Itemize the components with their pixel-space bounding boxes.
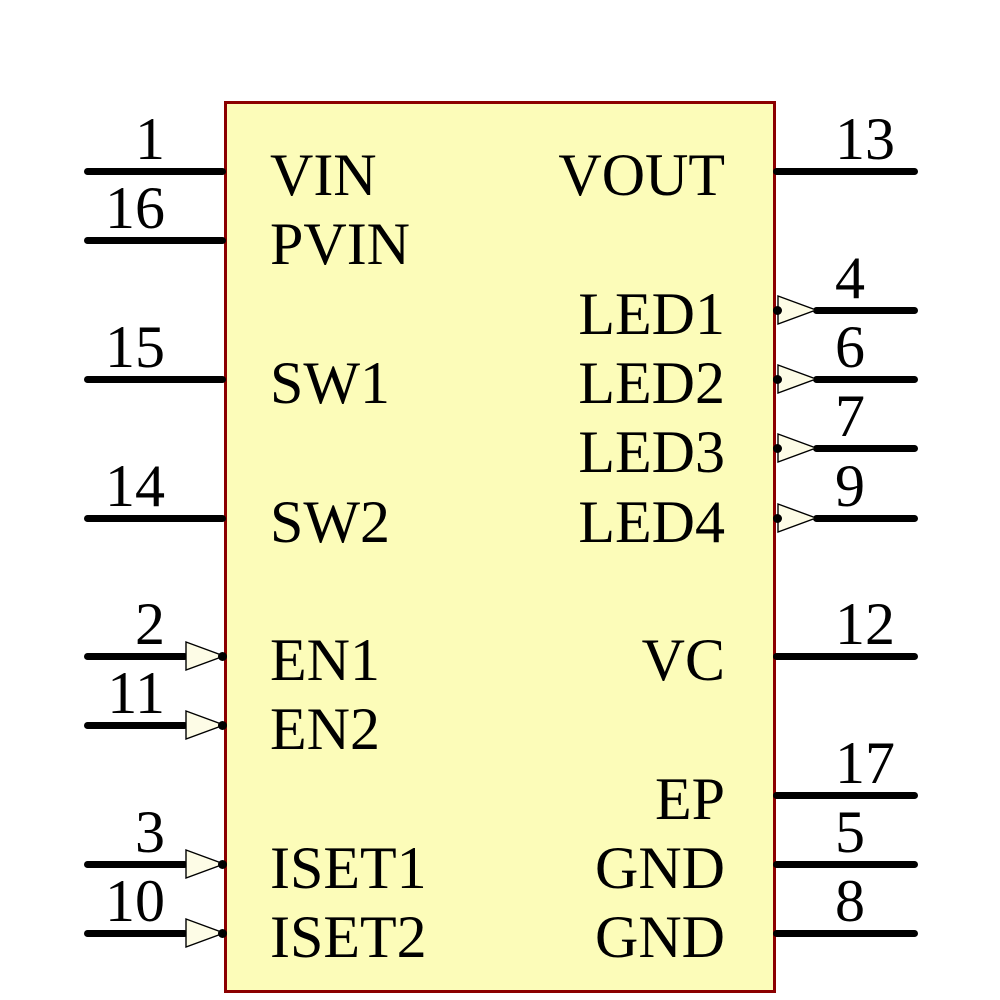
pin-line-iset2: [84, 929, 188, 937]
pin-output-arrow-icon: [777, 432, 819, 464]
pin-label-iset2: ISET2: [270, 904, 427, 970]
pin-line-led1: [813, 306, 918, 314]
pin-line-en2: [84, 721, 188, 729]
pin-label-led4: LED4: [578, 489, 725, 555]
pin-connection-dot: [217, 651, 227, 661]
pin-label-vin: VIN: [270, 142, 377, 208]
pin-line-led3: [813, 444, 918, 452]
pin-label-en2: EN2: [270, 696, 380, 762]
pin-number-3: 3: [135, 799, 165, 865]
pin-label-sw2: SW2: [270, 489, 390, 555]
pin-connection-dot: [772, 305, 782, 315]
pin-number-1: 1: [135, 106, 165, 172]
pin-label-vc: VC: [641, 627, 725, 693]
pin-connection-dot: [772, 513, 782, 523]
pin-label-sw1: SW1: [270, 350, 390, 416]
pin-line-sw1: [84, 375, 226, 383]
pin-output-arrow-icon: [777, 294, 819, 326]
pin-number-7: 7: [835, 383, 865, 449]
pin-label-gnd: GND: [595, 904, 725, 970]
pin-input-arrow-icon: [185, 848, 227, 880]
pin-number-14: 14: [105, 453, 165, 519]
pin-line-sw2: [84, 514, 226, 522]
pin-line-vin: [84, 167, 226, 175]
pin-number-15: 15: [105, 314, 165, 380]
pin-number-10: 10: [105, 868, 165, 934]
pin-input-arrow-icon: [185, 917, 227, 949]
pin-label-led1: LED1: [578, 281, 725, 347]
pin-number-16: 16: [105, 175, 165, 241]
pin-label-led2: LED2: [578, 350, 725, 416]
pin-line-iset1: [84, 860, 188, 868]
pin-line-gnd: [773, 860, 918, 868]
pin-output-arrow-icon: [777, 363, 819, 395]
pin-number-5: 5: [835, 799, 865, 865]
pin-connection-dot: [772, 374, 782, 384]
pin-number-13: 13: [835, 106, 895, 172]
pin-label-pvin: PVIN: [270, 211, 411, 277]
pin-number-9: 9: [835, 453, 865, 519]
pin-line-led4: [813, 514, 918, 522]
pin-label-gnd: GND: [595, 835, 725, 901]
pin-label-led3: LED3: [578, 419, 725, 485]
pin-line-pvin: [84, 236, 226, 244]
pin-output-arrow-icon: [777, 502, 819, 534]
pin-label-iset1: ISET1: [270, 835, 427, 901]
pin-number-2: 2: [135, 591, 165, 657]
pin-line-vc: [773, 652, 918, 660]
pin-number-17: 17: [835, 730, 895, 796]
pin-line-led2: [813, 375, 918, 383]
pin-input-arrow-icon: [185, 709, 227, 741]
pin-number-11: 11: [107, 660, 165, 726]
ic-body: [224, 101, 776, 993]
pin-label-ep: EP: [654, 766, 725, 832]
pin-number-4: 4: [835, 245, 865, 311]
pin-number-12: 12: [835, 591, 895, 657]
pin-line-ep: [773, 791, 918, 799]
pin-label-vout: VOUT: [558, 142, 725, 208]
pin-connection-dot: [217, 928, 227, 938]
pin-line-vout: [773, 167, 918, 175]
pin-label-en1: EN1: [270, 627, 380, 693]
pin-number-8: 8: [835, 868, 865, 934]
pin-connection-dot: [217, 720, 227, 730]
pin-connection-dot: [772, 443, 782, 453]
pin-number-6: 6: [835, 314, 865, 380]
pin-connection-dot: [217, 859, 227, 869]
pin-line-en1: [84, 652, 188, 660]
pin-input-arrow-icon: [185, 640, 227, 672]
pin-line-gnd: [773, 929, 918, 937]
